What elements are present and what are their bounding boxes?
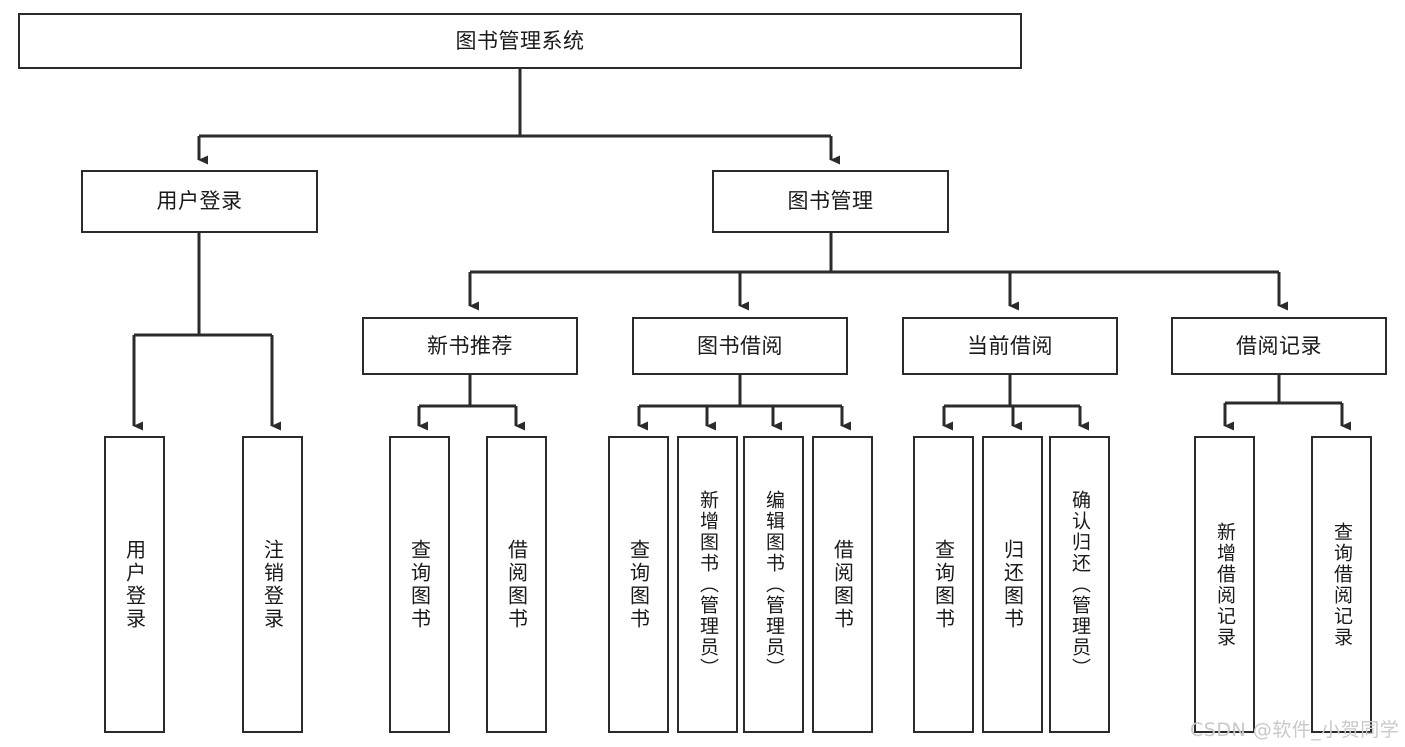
leaf-add-borrow-record[interactable]: 新增借阅记录 [1194, 436, 1255, 733]
node-label: 借阅图书 [504, 538, 529, 631]
node-label: 新增图书（管理员） [696, 490, 719, 679]
node-label: 编辑图书（管理员） [762, 490, 785, 679]
node-root-system[interactable]: 图书管理系统 [18, 13, 1022, 69]
leaf-query-borrow-record[interactable]: 查询借阅记录 [1311, 436, 1372, 733]
node-current-borrow[interactable]: 当前借阅 [902, 317, 1118, 375]
leaf-edit-book-admin[interactable]: 编辑图书（管理员） [743, 436, 804, 733]
csdn-watermark: CSDN @软件_小贺同学 [1190, 719, 1400, 741]
node-label: 确认归还（管理员） [1068, 490, 1091, 679]
node-label: 查询图书 [626, 538, 651, 631]
node-label: 归还图书 [1000, 538, 1025, 631]
node-label: 用户登录 [122, 538, 147, 631]
leaf-query-book-borrow[interactable]: 查询图书 [608, 436, 669, 733]
leaf-confirm-return-admin[interactable]: 确认归还（管理员） [1049, 436, 1110, 733]
leaf-query-book-current[interactable]: 查询图书 [913, 436, 974, 733]
node-label: 图书借阅 [697, 333, 783, 358]
leaf-add-book-admin[interactable]: 新增图书（管理员） [677, 436, 738, 733]
node-label: 借阅图书 [830, 538, 855, 631]
node-book-manage[interactable]: 图书管理 [712, 170, 949, 233]
node-label: 借阅记录 [1236, 333, 1322, 358]
node-label: 新书推荐 [427, 333, 513, 358]
leaf-query-book-recommend[interactable]: 查询图书 [389, 436, 450, 733]
leaf-user-logout[interactable]: 注销登录 [242, 436, 303, 733]
node-label: 查询借阅记录 [1330, 521, 1353, 648]
node-label: 当前借阅 [967, 333, 1053, 358]
node-label: 图书管理系统 [455, 28, 585, 53]
node-label: 注销登录 [260, 538, 285, 631]
leaf-return-book[interactable]: 归还图书 [982, 436, 1043, 733]
leaf-borrow-book[interactable]: 借阅图书 [812, 436, 873, 733]
node-label: 用户登录 [156, 189, 243, 214]
node-book-borrow[interactable]: 图书借阅 [632, 317, 848, 375]
leaf-borrow-book-recommend[interactable]: 借阅图书 [486, 436, 547, 733]
node-new-book-recommend[interactable]: 新书推荐 [362, 317, 578, 375]
node-borrow-record[interactable]: 借阅记录 [1171, 317, 1387, 375]
node-label: 新增借阅记录 [1213, 521, 1236, 648]
node-label: 查询图书 [931, 538, 956, 631]
node-user-login[interactable]: 用户登录 [81, 170, 318, 233]
node-label: 查询图书 [407, 538, 432, 631]
node-label: 图书管理 [787, 189, 874, 214]
leaf-user-login[interactable]: 用户登录 [104, 436, 165, 733]
